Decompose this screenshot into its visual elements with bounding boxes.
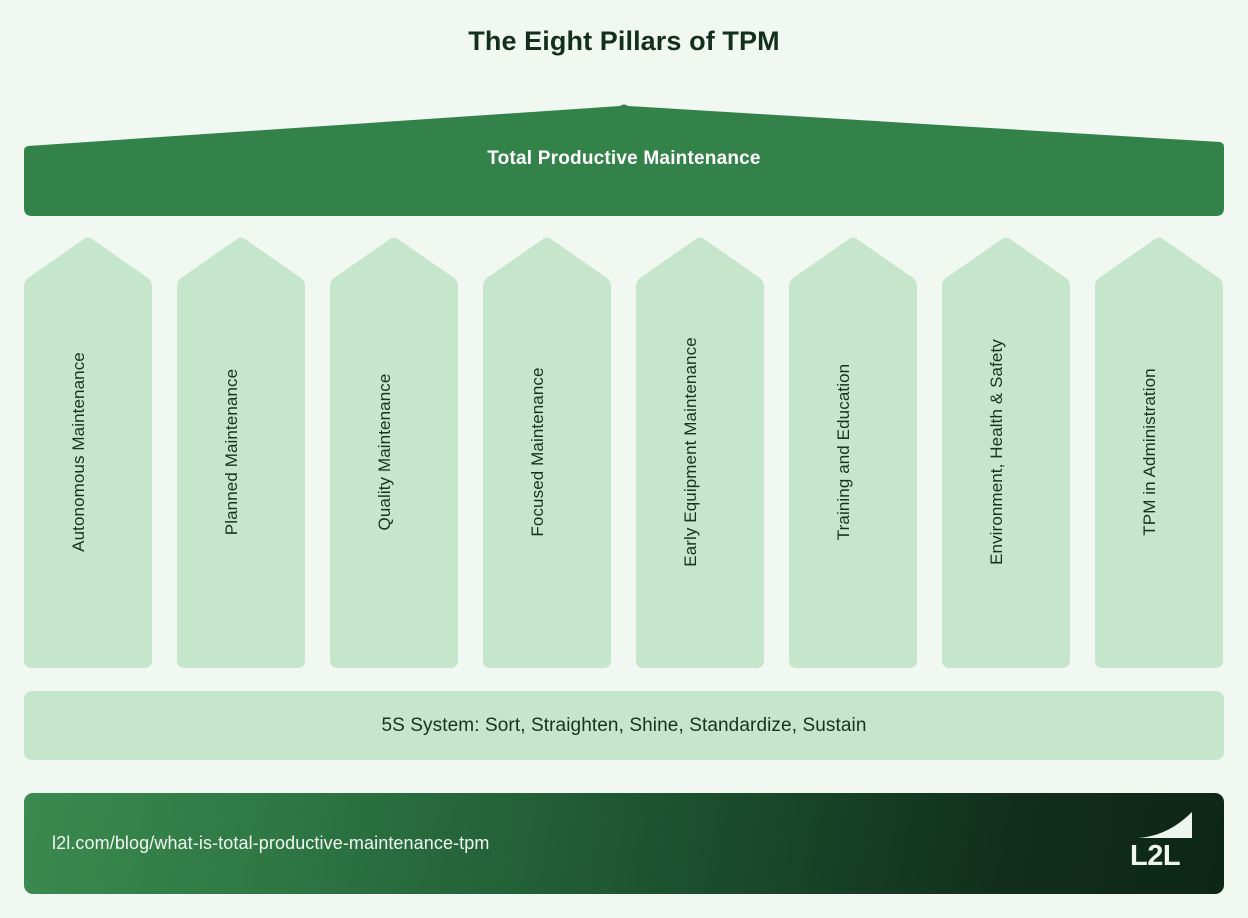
pillar-5[interactable]: Early Equipment Maintenance: [636, 236, 764, 668]
pillar-6[interactable]: Training and Education: [789, 236, 917, 668]
pillar-1[interactable]: Autonomous Maintenance: [24, 236, 152, 668]
pillar-label: Focused Maintenance: [528, 367, 547, 537]
page-title: The Eight Pillars of TPM: [468, 26, 780, 56]
footer-url[interactable]: l2l.com/blog/what-is-total-productive-ma…: [52, 833, 490, 853]
roof-banner: Total Productive Maintenance: [24, 100, 1224, 216]
pillar-label: Planned Maintenance: [222, 368, 241, 536]
pillar-label: Training and Education: [834, 363, 853, 541]
foundation-label: 5S System: Sort, Straighten, Shine, Stan…: [381, 714, 867, 736]
pillar-2[interactable]: Planned Maintenance: [177, 236, 305, 668]
pillar-shape-icon: [942, 237, 1070, 668]
pillar-shape-icon: [483, 237, 611, 668]
pillar-label: Early Equipment Maintenance: [681, 337, 700, 567]
pillar-label: Environment, Health & Safety: [987, 339, 1006, 565]
l2l-logo[interactable]: L2L: [1130, 812, 1196, 874]
pillar-4[interactable]: Focused Maintenance: [483, 236, 611, 668]
pillar-shape-icon: [24, 237, 152, 668]
foundation-bar: 5S System: Sort, Straighten, Shine, Stan…: [24, 691, 1224, 760]
footer-bar: l2l.com/blog/what-is-total-productive-ma…: [24, 793, 1224, 894]
growth-curve-icon: [1138, 812, 1192, 838]
pillar-shape-icon: [789, 237, 917, 668]
pillar-label: Autonomous Maintenance: [69, 352, 88, 552]
roof-shape-icon: [24, 104, 1224, 216]
pillar-7[interactable]: Environment, Health & Safety: [942, 236, 1070, 668]
logo-wordmark: L2L: [1130, 840, 1181, 872]
roof-label: Total Productive Maintenance: [487, 148, 761, 169]
pillar-shape-icon: [1095, 237, 1223, 668]
pillar-shape-icon: [177, 237, 305, 668]
pillars-group: Autonomous Maintenance Planned Maintenan…: [24, 236, 1224, 668]
pillar-shape-icon: [636, 237, 764, 668]
pillar-label: TPM in Administration: [1140, 368, 1159, 536]
pillar-shape-icon: [330, 237, 458, 668]
pillar-3[interactable]: Quality Maintenance: [330, 236, 458, 668]
pillar-8[interactable]: TPM in Administration: [1095, 236, 1223, 668]
pillar-label: Quality Maintenance: [375, 373, 394, 531]
